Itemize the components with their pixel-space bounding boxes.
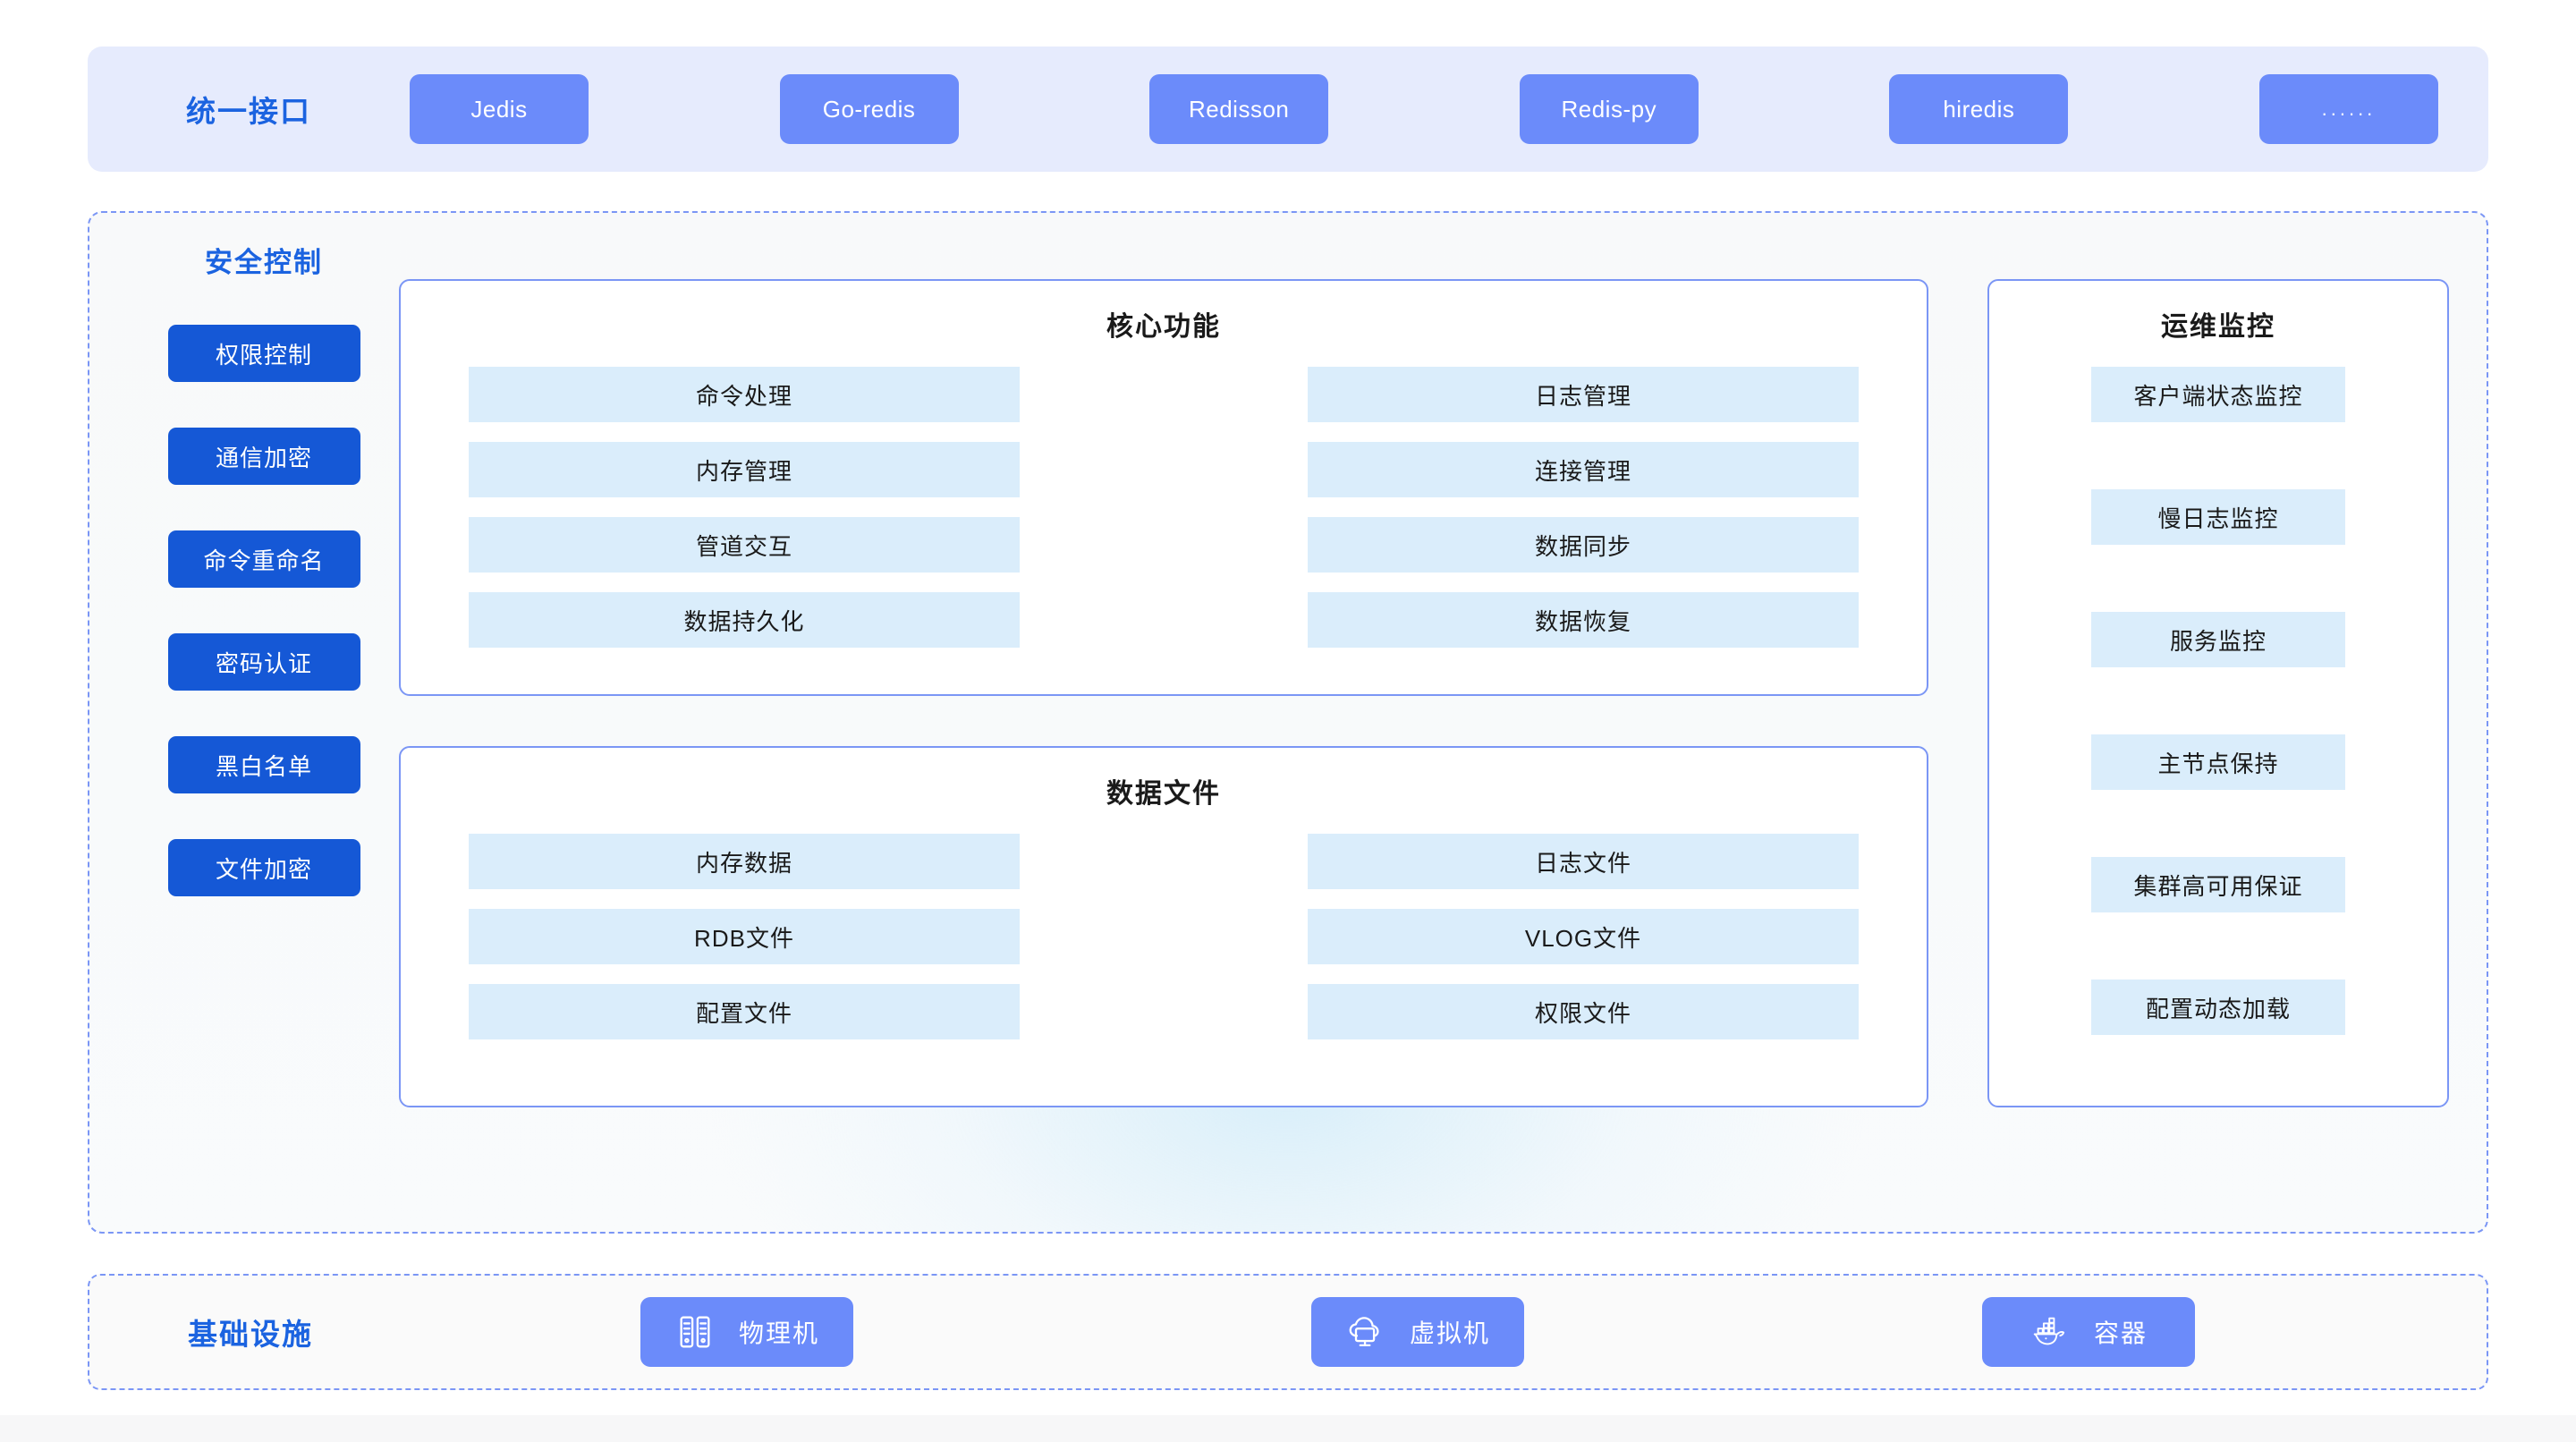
security-chip-allow-deny-list[interactable]: 黑白名单 xyxy=(167,736,360,793)
client-chip-hiredis[interactable]: hiredis xyxy=(1889,74,2069,144)
security-chip-file-encryption[interactable]: 文件加密 xyxy=(167,839,360,896)
infra-chip-container[interactable]: 容器 xyxy=(1982,1297,2195,1367)
security-chip-password-auth[interactable]: 密码认证 xyxy=(167,633,360,691)
client-list: Jedis Go-redis Redisson Redis-py hiredis… xyxy=(410,74,2488,144)
server-rack-icon xyxy=(674,1311,716,1353)
infra-chip-physical-machine[interactable]: 物理机 xyxy=(640,1297,853,1367)
file-item-permission-file[interactable]: 权限文件 xyxy=(1308,984,1859,1039)
ops-item-service-monitor[interactable]: 服务监控 xyxy=(2091,612,2345,667)
docker-whale-icon xyxy=(2029,1311,2071,1353)
infrastructure-items: 物理机 虚拟机 xyxy=(411,1297,2487,1367)
core-functions-panel: 核心功能 命令处理 日志管理 内存管理 连接管理 管道交互 数据同步 数据持久化… xyxy=(399,279,1928,696)
data-files-title: 数据文件 xyxy=(1106,779,1221,809)
infra-label-physical-machine: 物理机 xyxy=(738,1319,819,1347)
ops-item-dynamic-config-load[interactable]: 配置动态加载 xyxy=(2091,980,2345,1035)
interface-bar-title: 统一接口 xyxy=(186,95,311,128)
ops-item-master-node-keepalive[interactable]: 主节点保持 xyxy=(2091,734,2345,790)
client-chip-redis-py[interactable]: Redis-py xyxy=(1519,74,1699,144)
core-item-log-management[interactable]: 日志管理 xyxy=(1308,367,1859,422)
center-column: 核心功能 命令处理 日志管理 内存管理 连接管理 管道交互 数据同步 数据持久化… xyxy=(399,279,1928,1107)
security-title: 安全控制 xyxy=(205,247,323,278)
client-chip-go-redis[interactable]: Go-redis xyxy=(779,74,959,144)
data-files-grid: 内存数据 日志文件 RDB文件 VLOG文件 配置文件 权限文件 xyxy=(436,834,1891,1039)
data-files-panel: 数据文件 内存数据 日志文件 RDB文件 VLOG文件 配置文件 权限文件 xyxy=(399,746,1928,1107)
core-item-data-persistence[interactable]: 数据持久化 xyxy=(469,592,1020,648)
core-item-command-processing[interactable]: 命令处理 xyxy=(469,367,1020,422)
interface-bar: 统一接口 Jedis Go-redis Redisson Redis-py hi… xyxy=(88,47,2488,172)
core-item-pipeline-interaction[interactable]: 管道交互 xyxy=(469,517,1020,573)
core-functions-grid: 命令处理 日志管理 内存管理 连接管理 管道交互 数据同步 数据持久化 数据恢复 xyxy=(436,367,1891,648)
security-list: 权限控制 通信加密 命令重命名 密码认证 黑白名单 文件加密 xyxy=(152,325,376,896)
main-container: 安全控制 权限控制 通信加密 命令重命名 密码认证 黑白名单 文件加密 核心功能… xyxy=(88,211,2488,1234)
file-item-config-file[interactable]: 配置文件 xyxy=(469,984,1020,1039)
infra-chip-virtual-machine[interactable]: 虚拟机 xyxy=(1311,1297,1524,1367)
security-chip-command-rename[interactable]: 命令重命名 xyxy=(167,530,360,588)
cloud-monitor-icon xyxy=(1345,1311,1386,1353)
core-item-data-sync[interactable]: 数据同步 xyxy=(1308,517,1859,573)
client-chip-more[interactable]: ...... xyxy=(2258,74,2438,144)
security-chip-permission[interactable]: 权限控制 xyxy=(167,325,360,382)
ops-monitoring-title: 运维监控 xyxy=(2161,312,2275,342)
client-chip-jedis[interactable]: Jedis xyxy=(410,74,589,144)
client-chip-redisson[interactable]: Redisson xyxy=(1149,74,1329,144)
ops-monitoring-panel: 运维监控 客户端状态监控 慢日志监控 服务监控 主节点保持 集群高可用保证 配置… xyxy=(1987,279,2449,1107)
ops-item-cluster-ha[interactable]: 集群高可用保证 xyxy=(2091,857,2345,912)
infra-label-virtual-machine: 虚拟机 xyxy=(1409,1319,1490,1347)
infrastructure-bar: 基础设施 物理机 xyxy=(88,1274,2488,1390)
ops-item-slow-log[interactable]: 慢日志监控 xyxy=(2091,489,2345,545)
footer-strip xyxy=(0,1415,2576,1442)
security-column: 安全控制 权限控制 通信加密 命令重命名 密码认证 黑白名单 文件加密 xyxy=(152,240,376,896)
core-item-connection-management[interactable]: 连接管理 xyxy=(1308,442,1859,497)
ops-item-client-status[interactable]: 客户端状态监控 xyxy=(2091,367,2345,422)
core-functions-title: 核心功能 xyxy=(1106,312,1221,342)
file-item-rdb-file[interactable]: RDB文件 xyxy=(469,909,1020,964)
security-chip-encryption[interactable]: 通信加密 xyxy=(167,428,360,485)
core-item-data-recovery[interactable]: 数据恢复 xyxy=(1308,592,1859,648)
ops-monitoring-list: 客户端状态监控 慢日志监控 服务监控 主节点保持 集群高可用保证 配置动态加载 xyxy=(1989,367,2447,1035)
file-item-log-file[interactable]: 日志文件 xyxy=(1308,834,1859,889)
core-item-memory-management[interactable]: 内存管理 xyxy=(469,442,1020,497)
infrastructure-title: 基础设施 xyxy=(188,1318,313,1351)
infra-label-container: 容器 xyxy=(2093,1319,2148,1347)
file-item-memory-data[interactable]: 内存数据 xyxy=(469,834,1020,889)
file-item-vlog-file[interactable]: VLOG文件 xyxy=(1308,909,1859,964)
